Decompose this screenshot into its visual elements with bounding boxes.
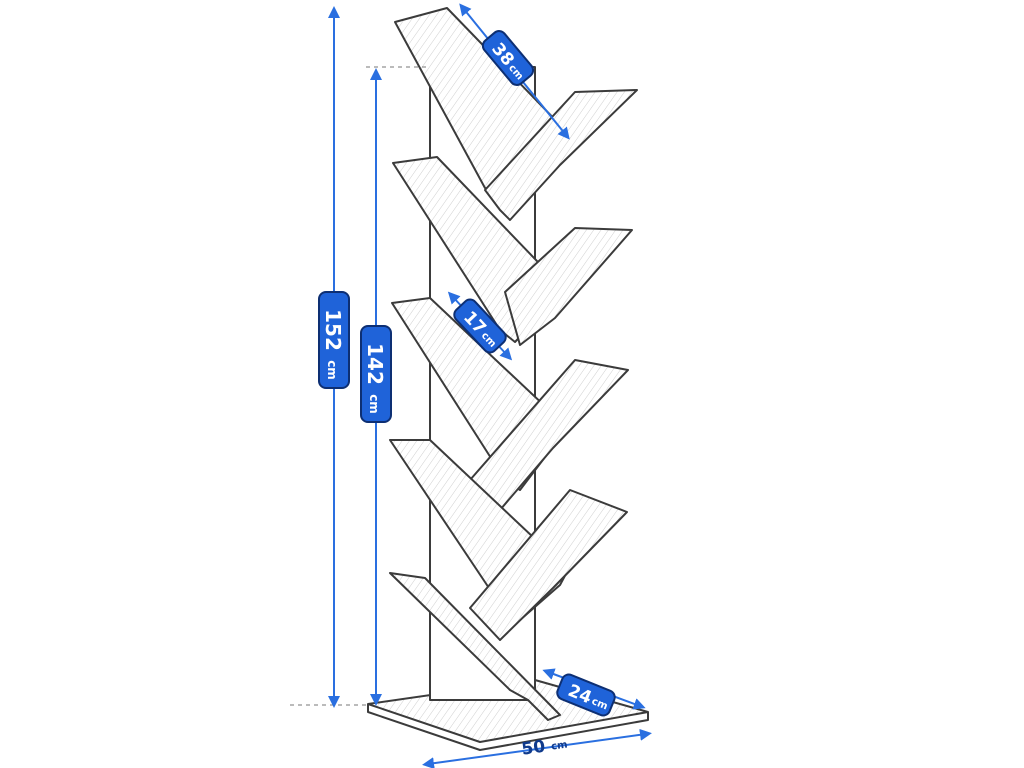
label-total-height-unit: cm bbox=[325, 360, 339, 380]
label-width-value: 50 bbox=[520, 737, 546, 760]
guide-lines bbox=[290, 66, 430, 706]
label-inner-height-value: 142 bbox=[363, 343, 387, 385]
arrow-width bbox=[422, 728, 652, 768]
label-total-height-value: 152 bbox=[321, 309, 345, 351]
bookshelf-sketch bbox=[367, 7, 649, 751]
label-inner-height-unit: cm bbox=[367, 394, 381, 414]
label-inner-height: 142 cm bbox=[360, 325, 392, 423]
label-width-unit: cm bbox=[550, 739, 568, 752]
shelf-left-5 bbox=[389, 572, 561, 721]
label-width: 50 cm bbox=[520, 737, 568, 760]
label-total-height: 152 cm bbox=[318, 291, 350, 389]
shelf-right-4 bbox=[469, 489, 628, 641]
label-shelf-gap: 17 cm bbox=[453, 298, 507, 354]
label-depth: 24 cm bbox=[556, 673, 616, 717]
shelf-right-2 bbox=[504, 227, 633, 346]
shelf-right-1 bbox=[484, 89, 638, 221]
